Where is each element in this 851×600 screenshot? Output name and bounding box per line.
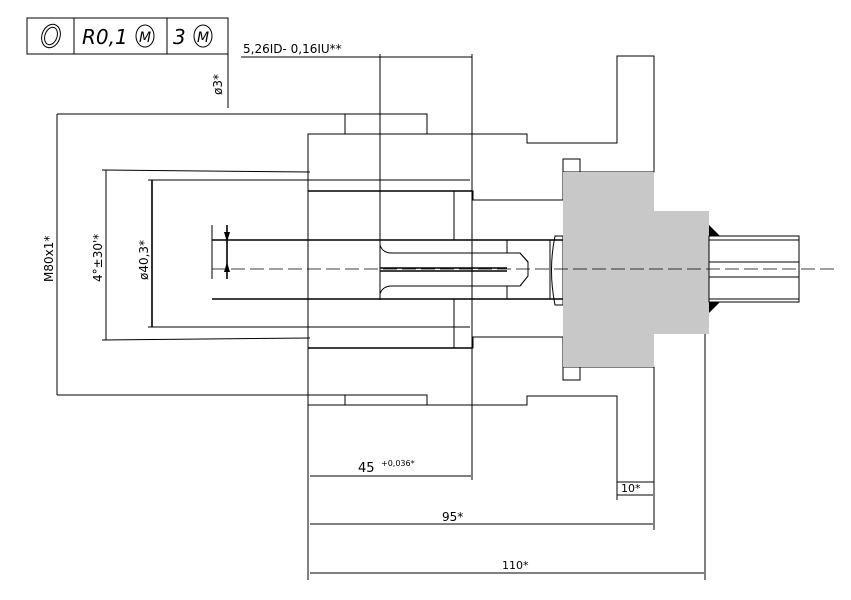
tolerance-frame: R0,1 M 3 M: [26, 17, 229, 108]
insert-block: [563, 172, 709, 367]
length-95-label: 95*: [442, 510, 463, 524]
contact-pin: [211, 225, 564, 306]
datum-label: 3: [173, 25, 186, 49]
mmc-circle-icon: [135, 24, 155, 48]
length-110-label: 110*: [502, 559, 529, 572]
bore-diameter-label: ø40,3*: [137, 240, 151, 280]
bottom-dimensions: 45 +0,036* 10* 95* 110*: [310, 459, 704, 574]
pin-diameter-label: ø3*: [211, 74, 225, 95]
concentricity-symbol-icon: [41, 23, 61, 49]
taper-label: 4°±30'*: [91, 234, 105, 282]
thread-label: M80x1*: [42, 236, 56, 282]
top-callout: 5,26ID- 0,16IU**: [243, 42, 342, 56]
depth-45-tolerance: +0,036*: [381, 459, 415, 468]
depth-45-label: 45: [358, 461, 375, 476]
mmc-circle-icon: [193, 24, 213, 48]
left-dimensions: M80x1* 4°±30'* ø40,3*: [42, 113, 470, 396]
tolerance-value: R0,1: [82, 25, 128, 49]
datum-modifier: M: [197, 30, 209, 46]
flange-10-label: 10*: [621, 482, 641, 495]
tolerance-modifier: M: [139, 30, 151, 46]
